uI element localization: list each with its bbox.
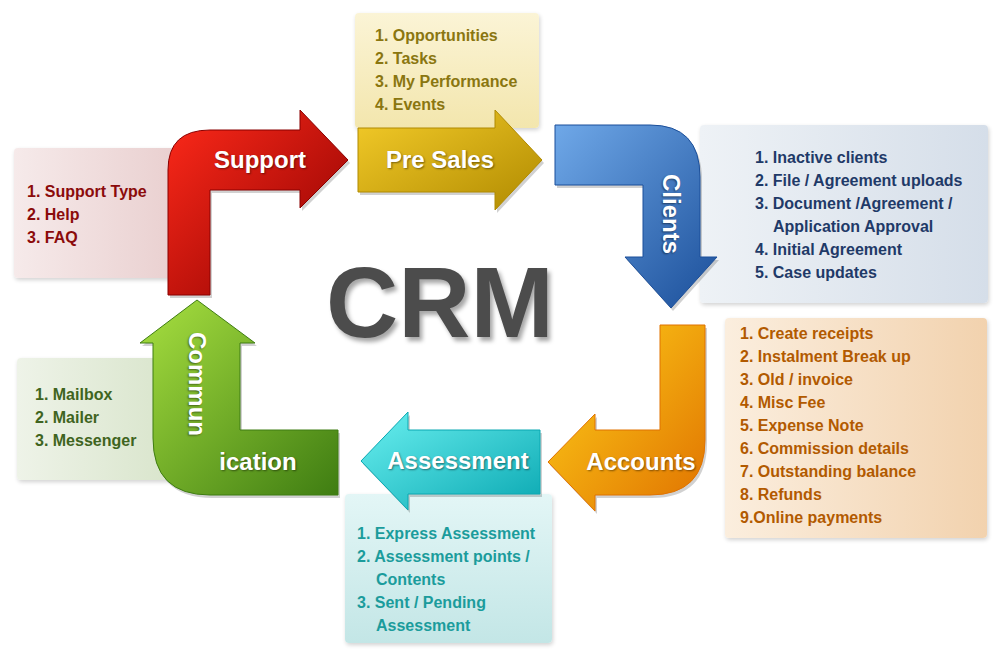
assessment-list: 1. Express Assessment2. Assessment point… bbox=[345, 494, 552, 643]
arrow-label: ication bbox=[219, 448, 296, 476]
list-item: 2. Tasks bbox=[375, 47, 535, 70]
list-item: 2. Instalment Break up bbox=[740, 345, 980, 368]
list-item: 1. Support Type bbox=[27, 180, 177, 203]
list-item: 4. Events bbox=[375, 93, 535, 116]
arrow-label: Pre Sales bbox=[386, 146, 494, 174]
list-item: 8. Refunds bbox=[740, 483, 980, 506]
list-item: 1. Opportunities bbox=[375, 24, 535, 47]
list-item: 5. Case updates bbox=[755, 261, 983, 284]
support-list: 1. Support Type2. Help3. FAQ bbox=[14, 148, 181, 278]
list-item: 4. Initial Agreement bbox=[755, 238, 983, 261]
arrow-label: Accounts bbox=[586, 448, 695, 476]
arrow-shape bbox=[165, 108, 350, 300]
list-item: 2. File / Agreement uploads bbox=[755, 169, 983, 192]
assessment-arrow: Assessment bbox=[358, 412, 543, 510]
item-list: 1. Create receipts2. Instalment Break up… bbox=[740, 322, 980, 529]
presales-list: 1. Opportunities2. Tasks3. My Performanc… bbox=[355, 13, 539, 128]
list-item: 1. Create receipts bbox=[740, 322, 980, 345]
accounts-list: 1. Create receipts2. Instalment Break up… bbox=[725, 318, 987, 538]
center-title: CRM bbox=[326, 252, 554, 352]
clients-arrow: Clients bbox=[555, 122, 720, 312]
list-item: 3. FAQ bbox=[27, 226, 177, 249]
list-item: 4. Misc Fee bbox=[740, 391, 980, 414]
list-item: 6. Commission details bbox=[740, 437, 980, 460]
list-item: 5. Expense Note bbox=[740, 414, 980, 437]
item-list: 1. Express Assessment2. Assessment point… bbox=[357, 522, 547, 637]
arrow-label: Clients bbox=[657, 174, 685, 254]
list-item: 1. Inactive clients bbox=[755, 146, 983, 169]
arrow-label: Assessment bbox=[387, 447, 528, 475]
arrow-label: Commun bbox=[183, 332, 211, 436]
list-item: 3. Old / invoice bbox=[740, 368, 980, 391]
list-item: 2. Help bbox=[27, 203, 177, 226]
support-arrow: Support bbox=[165, 108, 350, 300]
clients-list: 1. Inactive clients2. File / Agreement u… bbox=[700, 125, 988, 303]
list-item: 9.Online payments bbox=[740, 506, 980, 529]
item-list: 1. Opportunities2. Tasks3. My Performanc… bbox=[375, 24, 535, 116]
arrow-shape bbox=[555, 122, 720, 312]
item-list: 1. Inactive clients2. File / Agreement u… bbox=[755, 146, 983, 284]
list-item: 3. Sent / Pending Assessment bbox=[357, 591, 547, 637]
presales-arrow: Pre Sales bbox=[355, 108, 545, 212]
accounts-arrow: Accounts bbox=[545, 322, 710, 514]
list-item: 3. Document /Agreement / Application App… bbox=[755, 192, 983, 238]
arrow-shape bbox=[545, 322, 710, 514]
item-list: 1. Support Type2. Help3. FAQ bbox=[27, 180, 177, 249]
list-item: 1. Express Assessment bbox=[357, 522, 547, 545]
communication-arrow: Commun ication bbox=[140, 298, 340, 498]
list-item: 3. My Performance bbox=[375, 70, 535, 93]
list-item: 2. Assessment points / Contents bbox=[357, 545, 547, 591]
list-item: 7. Outstanding balance bbox=[740, 460, 980, 483]
arrow-label: Support bbox=[214, 146, 306, 174]
